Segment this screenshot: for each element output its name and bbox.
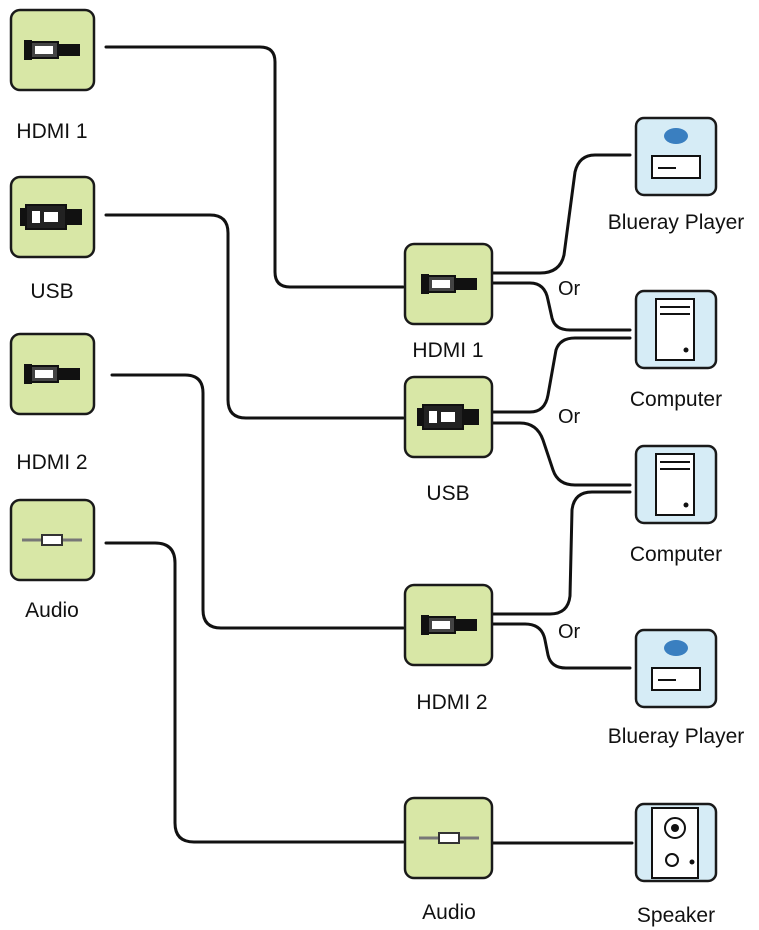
- port-label-audio: Audio: [422, 901, 476, 924]
- input-hdmi2: HDMI 2: [9, 332, 96, 474]
- port-audio: Audio: [403, 796, 494, 924]
- device-label: Blueray Player: [608, 725, 745, 748]
- wire-hdmi1-input: [104, 45, 405, 289]
- bluray-player-icon: [651, 640, 701, 691]
- device-computer-2: Computer: [630, 444, 722, 566]
- input-label-hdmi1: HDMI 1: [16, 120, 87, 143]
- port-label-hdmi1: HDMI 1: [412, 339, 483, 362]
- input-hdmi1: HDMI 1: [9, 8, 96, 143]
- port-label-usb: USB: [426, 482, 469, 505]
- device-label: Computer: [630, 543, 722, 566]
- wire-hdmi1-to-computer: [491, 281, 632, 332]
- bluray-player-icon: [651, 128, 701, 179]
- wire-hdmi2-to-computer: [491, 490, 632, 616]
- wire-usb-to-computer-bottom: [491, 421, 632, 487]
- wire-audio-input: [104, 541, 405, 844]
- device-label: Speaker: [637, 904, 715, 927]
- input-usb: USB: [9, 175, 96, 303]
- input-label-hdmi2: HDMI 2: [16, 451, 87, 474]
- port-label-hdmi2: HDMI 2: [416, 691, 487, 714]
- input-label-usb: USB: [30, 280, 73, 303]
- wire-hdmi2-input: [110, 373, 405, 630]
- speaker-icon: [651, 807, 699, 879]
- device-bluray-player-1: Blueray Player: [608, 116, 745, 234]
- device-label: Blueray Player: [608, 211, 745, 234]
- device-bluray-player-2: Blueray Player: [608, 628, 745, 748]
- port-usb: USB: [403, 375, 494, 505]
- wire-hdmi2-to-bluray: [491, 622, 632, 670]
- input-label-audio: Audio: [25, 599, 79, 622]
- computer-tower-icon: [655, 298, 695, 361]
- wire-usb-input: [104, 213, 405, 420]
- device-label: Computer: [630, 388, 722, 411]
- device-speaker: Speaker: [634, 802, 718, 927]
- device-computer-1: Computer: [630, 289, 722, 411]
- port-hdmi2: HDMI 2: [403, 583, 494, 714]
- input-audio: Audio: [9, 498, 96, 622]
- computer-tower-icon: [655, 453, 695, 516]
- wire-hdmi1-to-bluray: [491, 153, 632, 275]
- or-label: Or: [558, 278, 581, 300]
- or-label: Or: [558, 621, 581, 643]
- port-hdmi1: HDMI 1: [403, 242, 494, 362]
- or-label: Or: [558, 406, 581, 428]
- wire-usb-to-computer-top: [491, 336, 632, 414]
